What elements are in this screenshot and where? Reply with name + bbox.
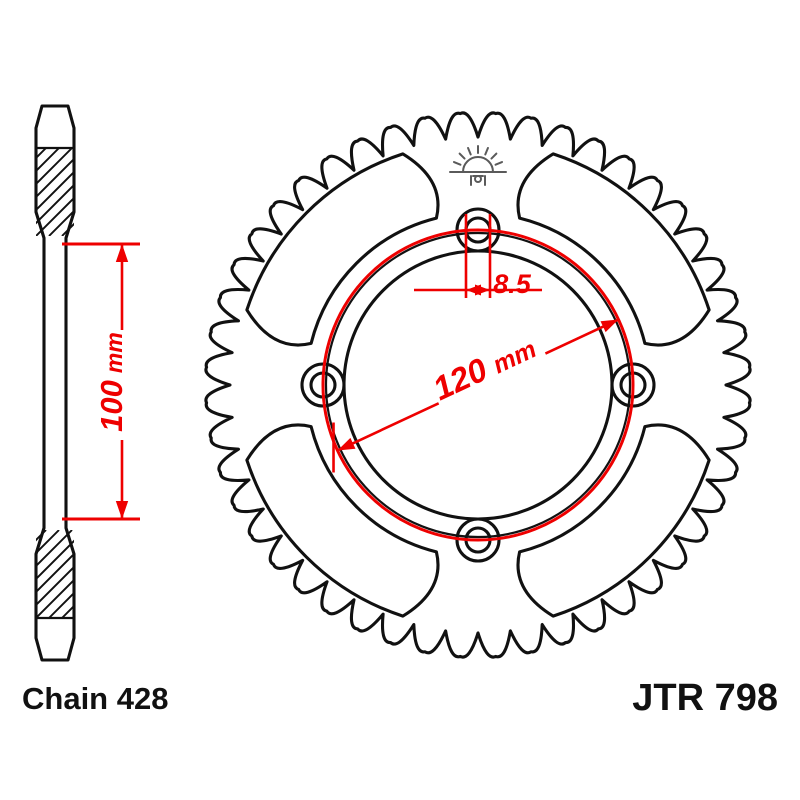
lightening-slots — [245, 152, 711, 618]
hatch-stroke — [192, 530, 280, 618]
hatch-stroke — [127, 148, 215, 236]
hatch-stroke — [36, 196, 74, 236]
hatch-stroke — [36, 148, 73, 186]
hatch-stroke — [0, 530, 33, 618]
hatch-stroke — [0, 530, 20, 618]
bolt-circle-arrow-left — [337, 437, 356, 451]
bolt-circle-dimension-lines — [332, 318, 620, 473]
hatch-stroke — [101, 530, 189, 618]
side-view-outline — [34, 104, 76, 662]
side-view-body-outline — [34, 104, 76, 662]
hatch-stroke — [140, 530, 228, 618]
hatch-stroke — [205, 148, 293, 236]
lightening-slot-4 — [245, 152, 440, 347]
hatch-stroke — [166, 148, 254, 236]
hatch-stroke — [88, 530, 176, 618]
hatch-stroke — [88, 148, 176, 236]
side-view-hatching — [0, 148, 345, 618]
bolt-hole-dimension-label: 8.5 — [493, 269, 532, 299]
side-view-step-bottom-right — [64, 526, 76, 556]
hatch-stroke — [36, 530, 60, 555]
bolt-circle-dimension: 120mm — [332, 318, 620, 473]
hatch-stroke — [114, 530, 202, 618]
hatch-stroke — [48, 591, 74, 618]
hatch-stroke — [36, 183, 74, 225]
pitch-circle-diameter-line — [321, 228, 635, 542]
hatch-stroke — [36, 539, 74, 581]
hub-width-dimension: 100mm — [62, 242, 140, 521]
bolt-circle-pcd — [321, 228, 635, 542]
hatch-stroke — [192, 148, 280, 236]
hatch-stroke — [36, 565, 74, 607]
hatch-stroke — [218, 148, 306, 236]
hatch-stroke — [36, 552, 74, 594]
hatch-stroke — [36, 530, 73, 568]
hatch-stroke — [0, 148, 7, 236]
hatch-stroke — [36, 170, 74, 212]
hub-width-dimension-label: 100mm — [94, 332, 129, 432]
inner-hub-ring — [324, 231, 632, 539]
sprocket-tooth-profile — [204, 111, 752, 659]
bolt-circle-arrow-right — [600, 319, 619, 333]
bolt-circle-dimension-line-left — [336, 402, 440, 452]
hatch-stroke — [0, 148, 33, 236]
hub-width-arrow-top — [115, 244, 129, 262]
side-hatch-bottom — [0, 530, 345, 618]
hatch-stroke — [101, 148, 189, 236]
hatch-stroke — [257, 530, 345, 618]
side-section-view — [0, 104, 345, 662]
hatch-stroke — [36, 157, 74, 199]
side-view-step-top-right — [64, 210, 76, 240]
chain-size-caption: Chain 428 — [22, 681, 168, 716]
hatch-stroke — [205, 530, 293, 618]
hatch-stroke — [48, 209, 74, 236]
lightening-slot-2 — [516, 423, 711, 618]
hatch-stroke — [179, 530, 267, 618]
hatch-stroke — [0, 530, 7, 618]
front-face-view — [204, 111, 752, 659]
hub-width-arrow-bottom — [115, 501, 129, 519]
hatch-stroke — [166, 530, 254, 618]
hatch-stroke — [179, 148, 267, 236]
hatch-stroke — [75, 148, 163, 236]
logo-jt-dot — [474, 175, 482, 183]
logo-sun-ray-4 — [467, 146, 472, 156]
hatch-stroke — [114, 148, 202, 236]
hatch-stroke — [244, 148, 332, 236]
side-view-step-top-left — [34, 210, 46, 240]
hatch-stroke — [0, 148, 20, 236]
logo-sun-ray-3 — [458, 152, 466, 160]
hatch-stroke — [36, 148, 60, 173]
logo-sun-dome — [462, 156, 494, 173]
logo-sun-ray-7 — [490, 152, 498, 160]
hatch-stroke — [127, 530, 215, 618]
hatch-stroke — [153, 148, 241, 236]
logo-sun-ray-2 — [452, 161, 462, 166]
hatch-stroke — [153, 530, 241, 618]
jt-sunrise-logo — [449, 145, 507, 186]
hatch-stroke — [75, 530, 163, 618]
bolt-circle-dimension-label: 120mm — [427, 328, 541, 407]
logo-sun-ray-6 — [484, 146, 489, 156]
hatch-stroke — [244, 530, 332, 618]
logo-sun-ray-8 — [494, 161, 504, 166]
part-number-caption: JTR 798 — [632, 677, 778, 719]
lightening-slot-3 — [245, 423, 440, 618]
side-hatch-top — [0, 148, 332, 236]
hatch-stroke — [36, 578, 74, 618]
bolt-hole-dimension-lines — [414, 214, 542, 298]
lightening-slot-1 — [516, 152, 711, 347]
bolt-hole-arrow-right — [475, 284, 490, 296]
bolt-hole-dimension: 8.5 — [414, 214, 542, 299]
hatch-stroke — [140, 148, 228, 236]
hub-width-dimension-lines — [62, 242, 140, 521]
